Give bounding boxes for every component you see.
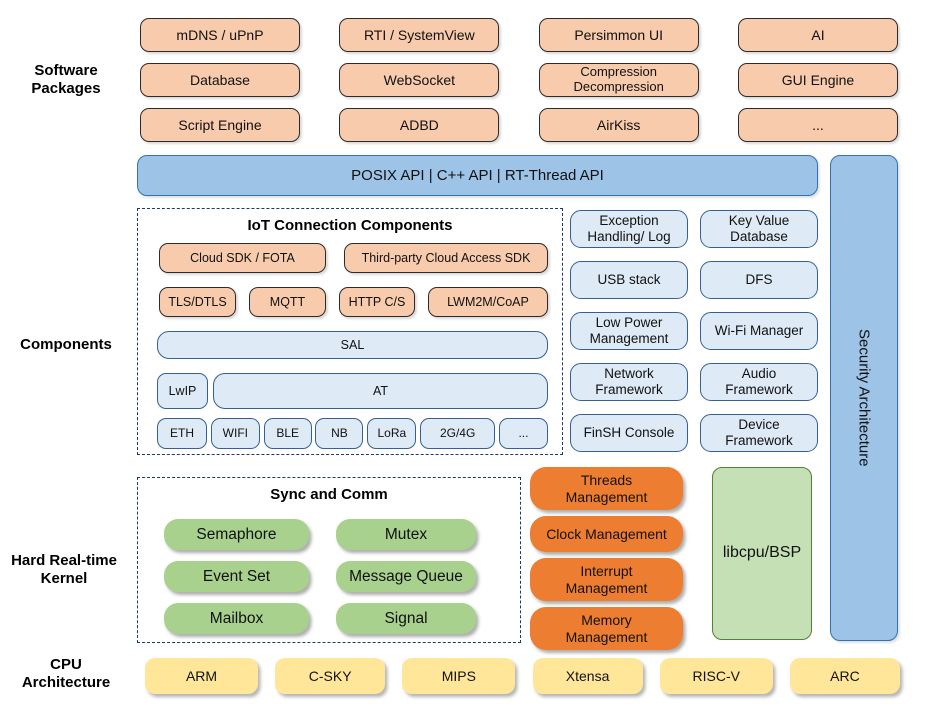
network-framework-box: Network Framework	[570, 363, 688, 401]
cloud-sdk-fota-box: Cloud SDK / FOTA	[159, 243, 326, 273]
mips-box: MIPS	[402, 658, 516, 694]
software-packages-label: Software Packages	[31, 62, 101, 97]
security-architecture-text: Security Architecture	[855, 329, 873, 467]
iot-cloud-row: Cloud SDK / FOTA Third-party Cloud Acces…	[159, 243, 548, 273]
exception-handling-log-box: Exception Handling/ Log	[570, 210, 688, 248]
package-mdns-upnp: mDNS / uPnP	[140, 18, 300, 52]
ble-box: BLE	[263, 418, 312, 449]
cpu-architecture-row: ARM C-SKY MIPS Xtensa RISC-V ARC	[145, 658, 900, 694]
package-airkiss: AirKiss	[538, 108, 699, 142]
wifi-manager-box: Wi-Fi Manager	[700, 312, 818, 350]
at-bar: AT	[213, 373, 548, 409]
package-adbd: ADBD	[339, 108, 500, 142]
dfs-box: DFS	[700, 261, 818, 299]
iot-netif-row: LwIP AT	[157, 373, 548, 409]
arm-box: ARM	[145, 658, 258, 694]
http-cs-box: HTTP C/S	[339, 287, 415, 317]
kernel-management-column: Threads Management Clock Management Inte…	[530, 467, 683, 650]
key-value-database-box: Key Value Database	[700, 210, 818, 248]
wifi-box: WIFI	[210, 418, 260, 449]
cpu-architecture-label: CPU Architecture	[21, 656, 111, 691]
device-framework-box: Device Framework	[700, 414, 818, 452]
lwm2m-coap-box: LWM2M/CoAP	[428, 287, 548, 317]
iot-link-row: ETH WIFI BLE NB LoRa 2G/4G ...	[157, 418, 548, 449]
package-compression: Compression Decompression	[538, 63, 699, 97]
threads-management-box: Threads Management	[530, 467, 683, 510]
interrupt-management-box: Interrupt Management	[530, 558, 683, 601]
c-sky-box: C-SKY	[275, 658, 386, 694]
iot-group-title: IoT Connection Components	[247, 217, 453, 234]
software-packages-grid: mDNS / uPnP RTI / SystemView Persimmon U…	[140, 18, 898, 142]
lora-box: LoRa	[367, 418, 417, 449]
mailbox-box: Mailbox	[164, 603, 309, 634]
arc-box: ARC	[789, 658, 900, 694]
clock-management-box: Clock Management	[530, 516, 683, 552]
components-label: Components	[20, 336, 112, 353]
sync-and-comm-title: Sync and Comm	[270, 486, 388, 503]
package-websocket: WebSocket	[339, 63, 500, 97]
semaphore-box: Semaphore	[164, 519, 309, 550]
sal-bar: SAL	[157, 331, 548, 359]
package-ai: AI	[737, 18, 898, 52]
usb-stack-box: USB stack	[570, 261, 688, 299]
package-rti-systemview: RTI / SystemView	[339, 18, 500, 52]
sync-and-comm-grid: Semaphore Mutex Event Set Message Queue …	[164, 519, 476, 634]
message-queue-box: Message Queue	[336, 561, 476, 592]
risc-v-box: RISC-V	[659, 658, 773, 694]
security-architecture-bar: Security Architecture	[830, 155, 898, 641]
package-database: Database	[140, 63, 300, 97]
package-gui-engine: GUI Engine	[737, 63, 898, 97]
audio-framework-box: Audio Framework	[700, 363, 818, 401]
signal-box: Signal	[336, 603, 476, 634]
package-script-engine: Script Engine	[140, 108, 300, 142]
iot-connection-components-group: IoT Connection Components Cloud SDK / FO…	[137, 208, 563, 455]
event-set-box: Event Set	[164, 561, 309, 592]
link-more-box: ...	[498, 418, 548, 449]
finsh-console-box: FinSH Console	[570, 414, 688, 452]
third-party-cloud-sdk-box: Third-party Cloud Access SDK	[344, 243, 548, 273]
xtensa-box: Xtensa	[532, 658, 643, 694]
kernel-label: Hard Real-time Kernel	[11, 552, 117, 587]
tls-dtls-box: TLS/DTLS	[159, 287, 236, 317]
2g4g-box: 2G/4G	[420, 418, 496, 449]
memory-management-box: Memory Management	[530, 607, 683, 650]
sync-and-comm-group: Sync and Comm Semaphore Mutex Event Set …	[137, 477, 521, 643]
components-grid: Exception Handling/ Log Key Value Databa…	[570, 210, 818, 452]
mqtt-box: MQTT	[249, 287, 326, 317]
package-more: ...	[737, 108, 898, 142]
nb-box: NB	[315, 418, 364, 449]
mutex-box: Mutex	[336, 519, 476, 550]
iot-protocol-row: TLS/DTLS MQTT HTTP C/S LWM2M/CoAP	[159, 287, 548, 317]
lwip-box: LwIP	[157, 373, 208, 409]
libcpu-bsp-box: libcpu/BSP	[712, 467, 812, 640]
package-persimmon-ui: Persimmon UI	[538, 18, 699, 52]
api-layer-bar: POSIX API | C++ API | RT-Thread API	[137, 155, 818, 196]
low-power-management-box: Low Power Management	[570, 312, 688, 350]
eth-box: ETH	[157, 418, 207, 449]
